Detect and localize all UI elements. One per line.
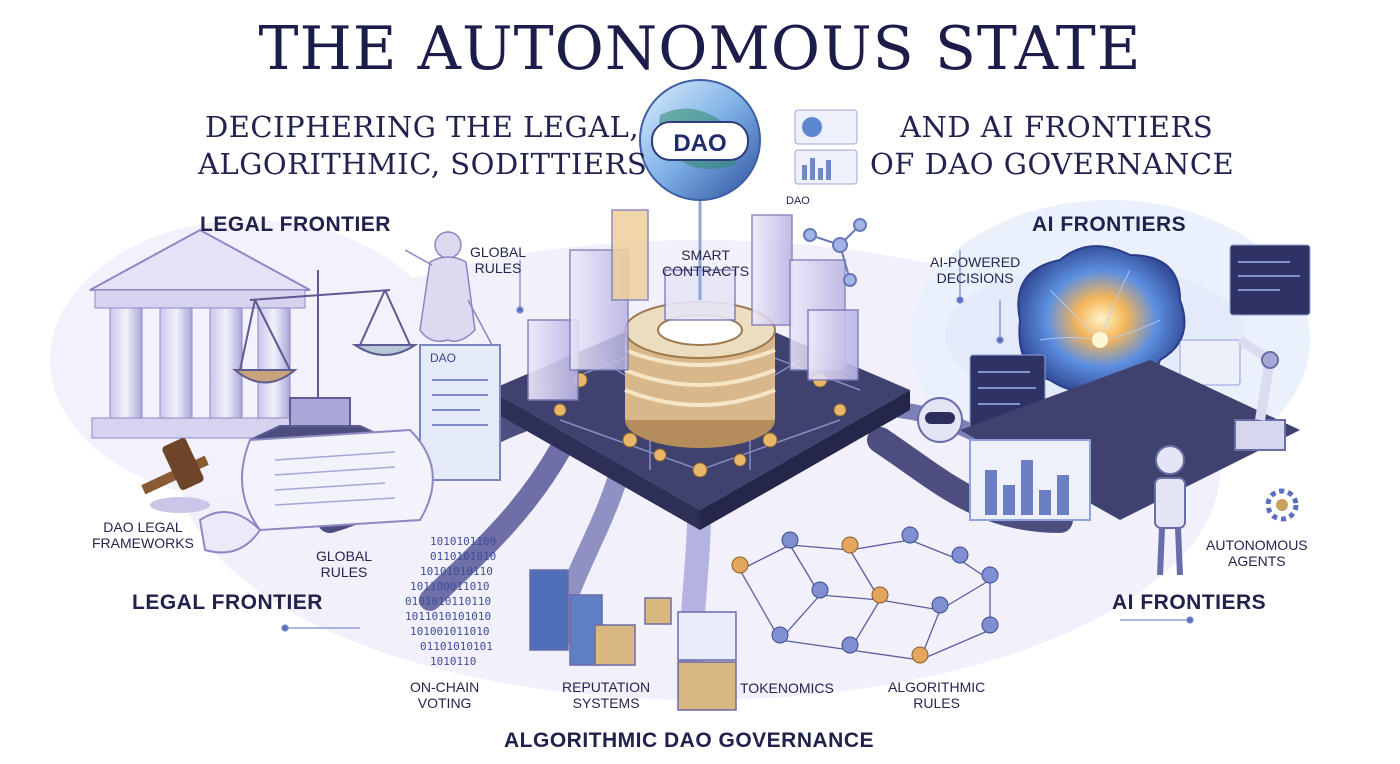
svg-text:1010101100: 1010101100	[430, 535, 496, 548]
label-reputation-systems: REPUTATION SYSTEMS	[562, 679, 651, 711]
scroll-tag: DAO	[430, 351, 456, 365]
code-screens	[969, 244, 1311, 431]
label-autonomous-agents: AUTONOMOUS AGENTS	[1206, 537, 1308, 569]
label-algorithmic-rules: ALGORITHMIC RULES	[888, 679, 986, 711]
svg-text:01101010101: 01101010101	[420, 640, 493, 653]
label-global-rules-bottom: GLOBAL RULES	[316, 548, 373, 580]
section-ai-frontiers-bottom: AI FRONTIERS	[1112, 591, 1267, 614]
svg-text:1010110: 1010110	[430, 655, 476, 668]
section-algorithmic-governance: ALGORITHMIC DAO GOVERNANCE	[504, 729, 874, 752]
columns-icon	[89, 228, 311, 439]
svg-text:101001011010: 101001011010	[410, 625, 489, 638]
label-smart-contracts: SMART CONTRACTS	[662, 247, 750, 279]
coin-stack-icon	[624, 301, 776, 448]
robot-icon	[917, 397, 1186, 576]
scroll-icon	[198, 344, 501, 554]
section-legal-frontier-top: LEGAL FRONTIER	[200, 213, 391, 236]
page-title: THE AUTONOMOUS STATE	[258, 14, 1142, 84]
network-people-icon	[731, 526, 999, 664]
svg-text:1011010101010: 1011010101010	[405, 610, 491, 623]
label-dao-legal-frameworks: DAO LEGAL FRAMEWORKS	[92, 519, 194, 551]
label-ai-powered-decisions: AI-POWERED DECISIONS	[930, 254, 1021, 286]
node-graph-icon	[803, 218, 867, 287]
svg-text:101100011010: 101100011010	[410, 580, 489, 593]
label-tokenomics: TOKENOMICS	[740, 680, 834, 696]
globe-label: DAO	[673, 130, 726, 157]
robot-arm-icon	[1234, 336, 1286, 451]
svg-text:0110101010: 0110101010	[430, 550, 496, 563]
chart-icon	[794, 109, 858, 185]
subtitle-line2-left: ALGORITHMIC, SODITTIERS	[198, 147, 648, 181]
subtitle-line2-right: OF DAO GOVERNANCE	[870, 147, 1235, 181]
section-ai-frontiers-top: AI FRONTIERS	[1032, 213, 1187, 236]
label-global-rules-top: GLOBAL RULES	[470, 244, 527, 276]
ai-dashboard	[960, 360, 1300, 521]
gavel-icon	[141, 438, 210, 513]
label-dao-small: DAO	[786, 195, 810, 207]
section-legal-frontier-bottom: LEGAL FRONTIER	[132, 591, 323, 614]
binary-code-icon: 1010101100 0110101010 10101010110 10110001…	[405, 535, 496, 668]
connector-lines	[281, 250, 1194, 632]
lady-justice-icon	[404, 231, 493, 346]
subtitle-line1-right: AND AI FRONTIERS	[900, 110, 1214, 144]
svg-text:10101010110: 10101010110	[420, 565, 493, 578]
cube-icon	[529, 569, 737, 711]
data-towers	[527, 209, 859, 401]
gear-icon	[1265, 488, 1299, 522]
subtitle-line1-left: DECIPHERING THE LEGAL,	[205, 110, 640, 144]
globe-icon	[639, 79, 761, 300]
svg-text:0101010110110: 0101010110110	[405, 595, 491, 608]
label-on-chain-voting: ON-CHAIN VOTING	[410, 679, 480, 711]
